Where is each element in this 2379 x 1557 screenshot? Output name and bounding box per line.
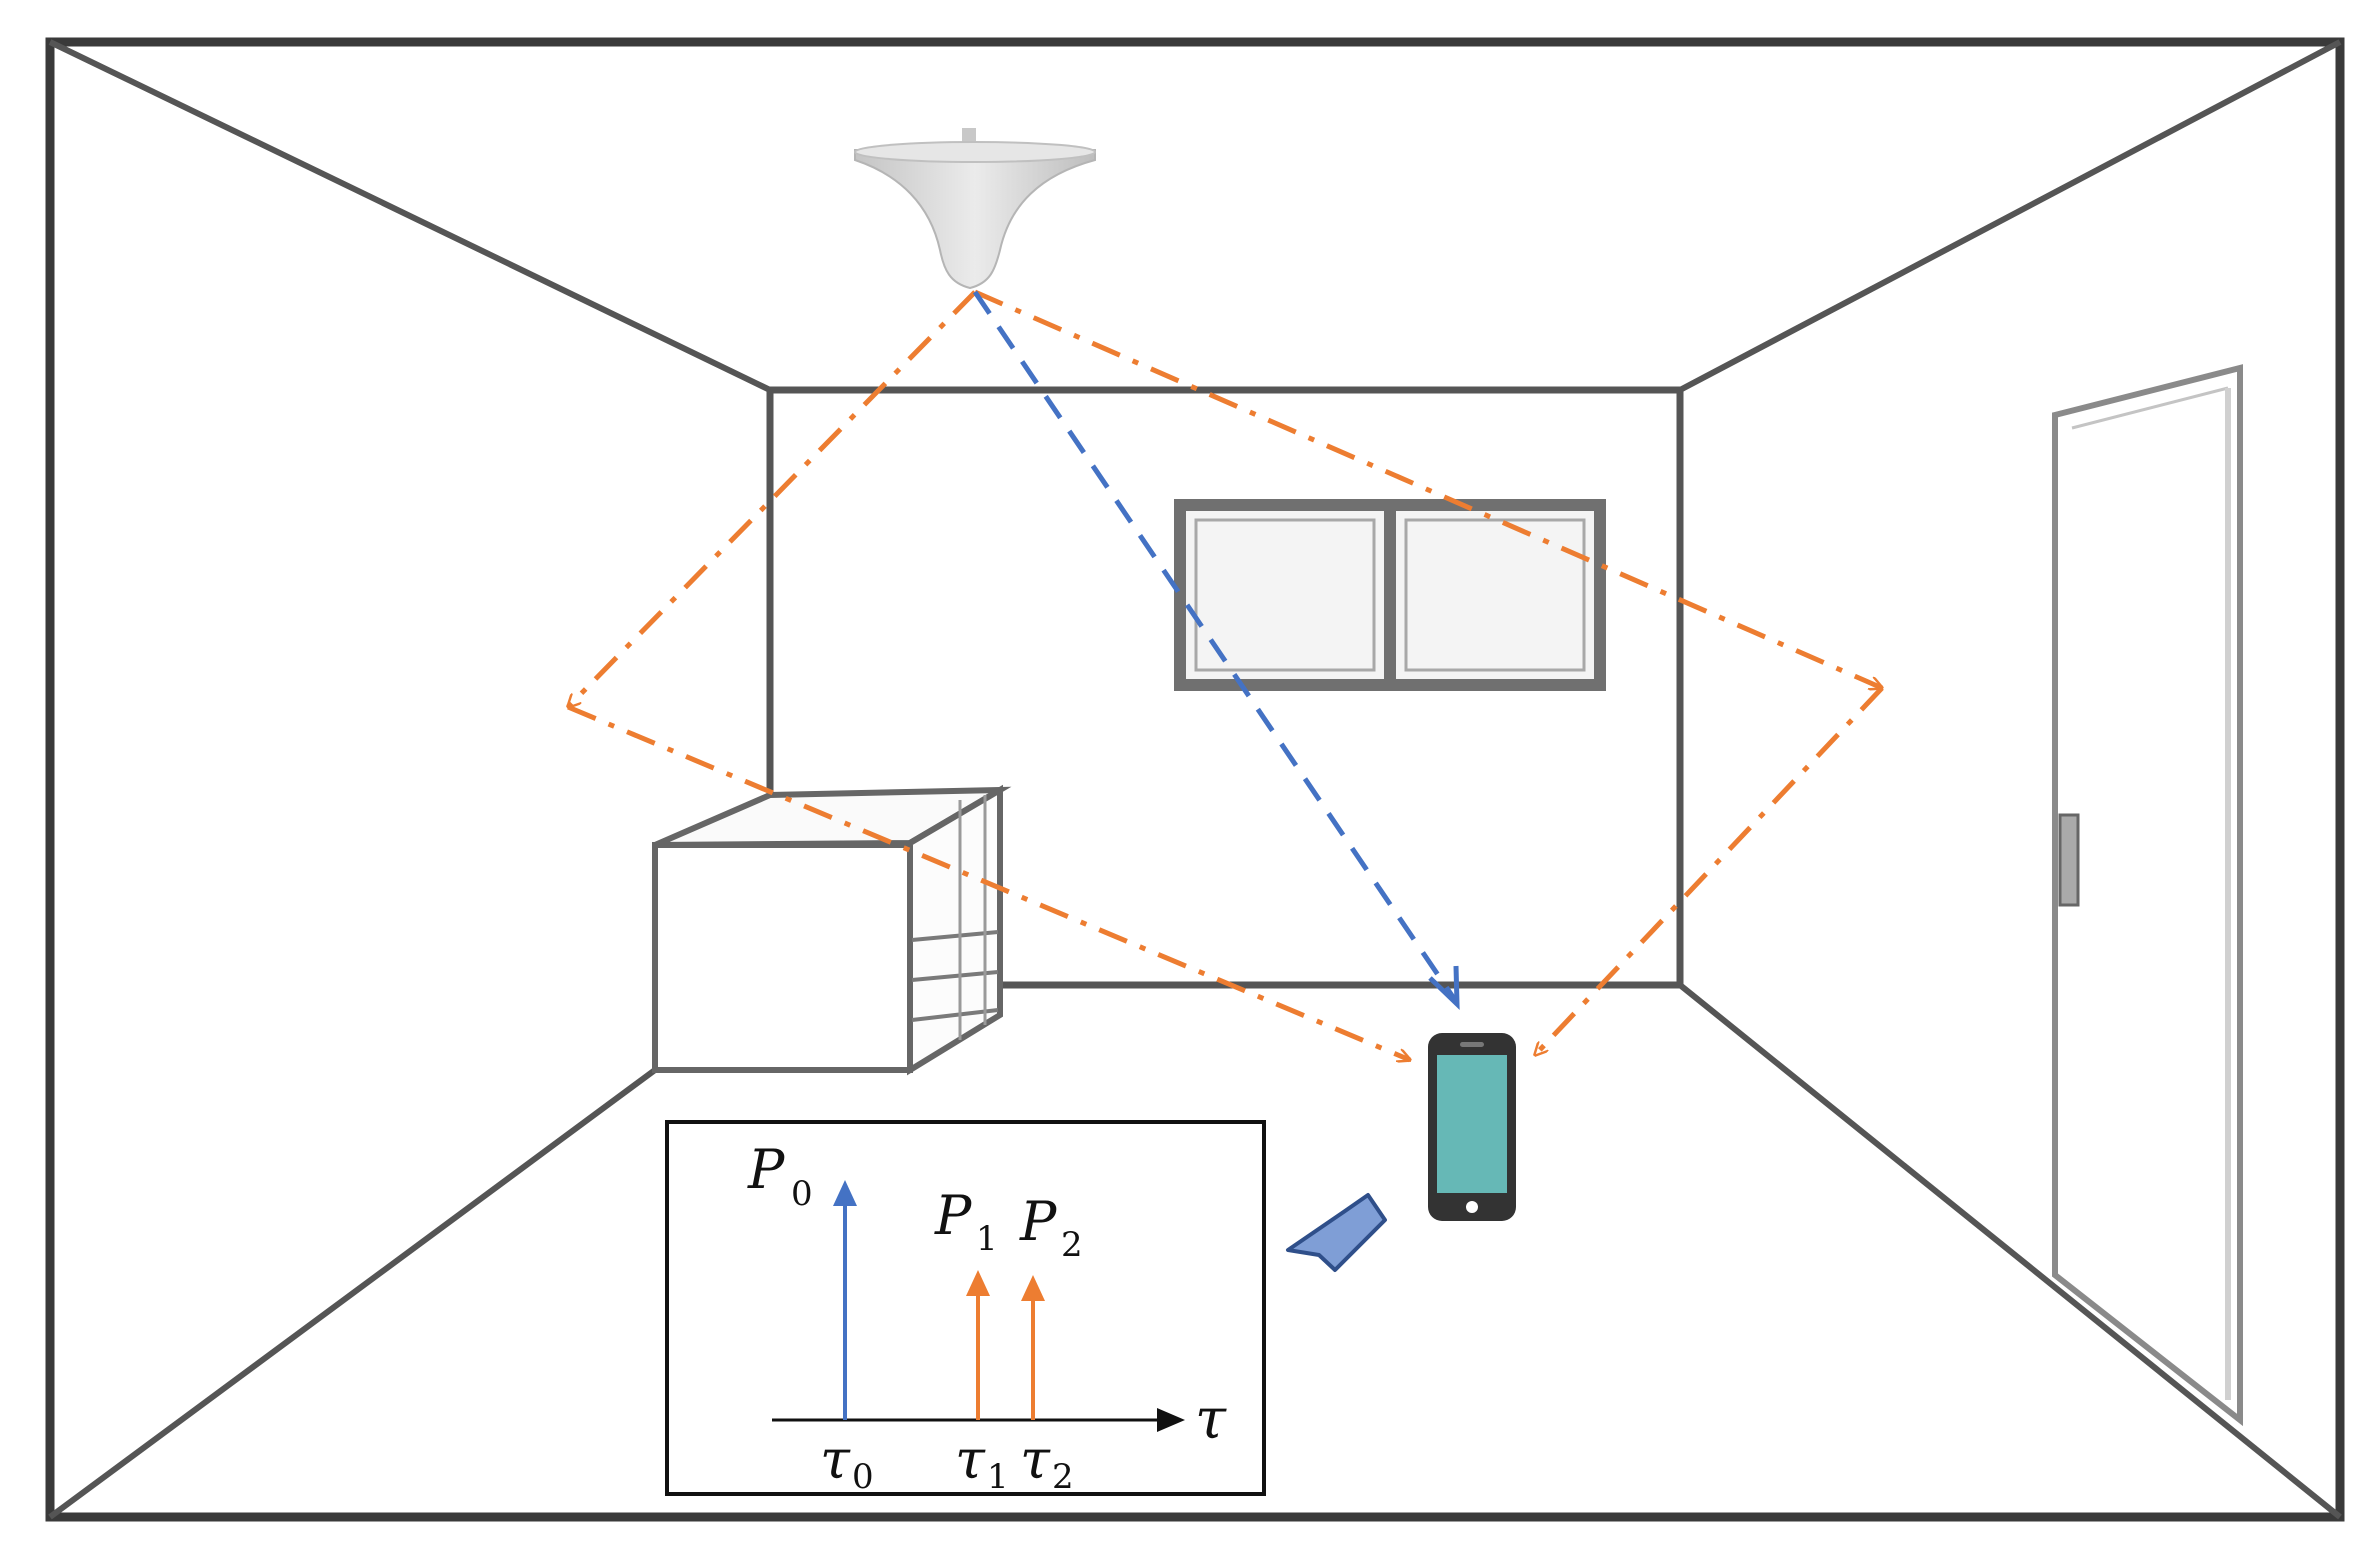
reflected-path-left-wall-to-phone: [567, 704, 1410, 1060]
floor-edge-right: [1678, 982, 2342, 1520]
ceiling-antenna-icon: [854, 128, 1096, 290]
cabinet: [652, 784, 1012, 1076]
peak-label-2-subscript: 2: [1061, 1225, 1083, 1265]
delay-label-2: τ: [1020, 1428, 1051, 1491]
ceiling-edge-right: [1678, 39, 2342, 393]
delay-label-1-subscript: 1: [987, 1457, 1009, 1497]
smartphone-icon: [1428, 1033, 1516, 1221]
peak-arrowhead-1: [966, 1270, 990, 1296]
delay-axis-arrowhead: [1157, 1408, 1185, 1432]
floor-edge-left: [48, 982, 772, 1520]
peak-arrowhead-2: [1021, 1275, 1045, 1301]
peak-label-2: P: [1019, 1190, 1058, 1253]
window: [1174, 499, 1606, 691]
callout-arrow-icon: [1286, 1193, 1387, 1272]
door: [2052, 364, 2243, 1427]
peak-arrowhead-0: [833, 1180, 857, 1206]
inset-frame: [665, 1120, 1266, 1496]
delay-label-0: τ: [820, 1428, 851, 1491]
peak-label-1-subscript: 1: [976, 1219, 998, 1259]
delay-label-2-subscript: 2: [1052, 1457, 1074, 1497]
delay-axis-label: τ: [1195, 1387, 1227, 1452]
ceiling-edge-left: [48, 39, 772, 393]
power-delay-profile-inset: τ P 0 τ 0 P 1 τ 1 P 2 τ 2: [665, 1120, 1266, 1497]
delay-label-0-subscript: 0: [852, 1457, 874, 1497]
door-handle: [2058, 813, 2080, 907]
room-outer-frame: [45, 37, 2345, 1522]
direct-path: [972, 290, 1460, 1011]
reflected-path-to-right-wall: [973, 289, 1882, 688]
peak-label-0-subscript: 0: [791, 1174, 813, 1214]
reflected-path-right-wall-to-phone: [1535, 686, 1884, 1055]
peak-label-0: P: [747, 1138, 786, 1201]
reflected-paths: [567, 289, 1884, 1060]
peak-label-1: P: [934, 1184, 973, 1247]
room: [45, 37, 2345, 1522]
delay-label-1: τ: [955, 1428, 986, 1491]
